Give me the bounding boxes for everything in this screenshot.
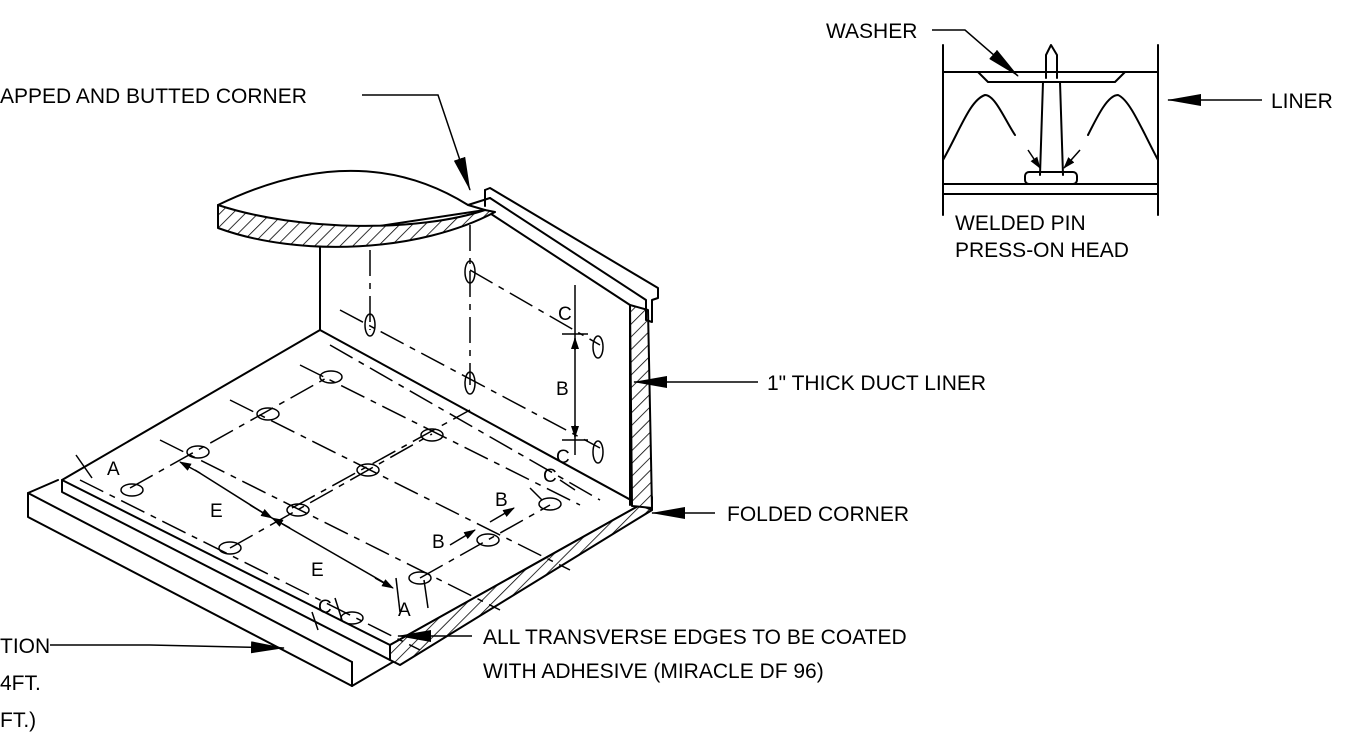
dim-b-vertical: B	[556, 379, 569, 400]
top-liner-cut-section	[217, 204, 496, 248]
callout-leaders	[50, 29, 1262, 654]
liner-wave-right	[1087, 94, 1159, 161]
dim-a-right: A	[398, 600, 411, 621]
pin-point	[1045, 44, 1058, 79]
dim-c-middle: C	[556, 447, 570, 468]
side-liner-face	[319, 209, 631, 506]
pin-base	[1024, 171, 1078, 185]
callout-left-line1: TION	[0, 635, 50, 658]
callout-duct-liner: 1" THICK DUCT LINER	[767, 372, 986, 395]
bottom-liner-top	[61, 329, 641, 646]
dim-b-upper: B	[495, 490, 508, 511]
bottom-liner-front-edge	[389, 504, 653, 666]
callout-left-line3: FT.)	[0, 709, 36, 732]
pins	[120, 260, 604, 625]
callout-adhesive-line1: ALL TRANSVERSE EDGES TO BE COATED	[483, 626, 907, 649]
callout-washer: WASHER	[826, 20, 917, 43]
dim-b-lower: B	[432, 532, 445, 553]
sheet-top-edge	[27, 492, 353, 663]
callout-press-on-head: PRESS-ON HEAD	[955, 239, 1129, 262]
dim-e-upper: E	[210, 501, 223, 522]
callout-welded-pin: WELDED PIN	[955, 212, 1086, 235]
dim-c-upper: C	[558, 304, 572, 325]
dimension-lines	[75, 285, 588, 631]
dim-c-right: C	[543, 466, 557, 487]
pin-detail	[942, 44, 1159, 216]
dim-e-lower: E	[311, 560, 324, 581]
callout-left-line2: 4FT.	[0, 672, 41, 695]
dim-c-lower: C	[318, 597, 332, 618]
callout-liner: LINER	[1271, 90, 1333, 113]
side-pin-grid	[329, 225, 601, 501]
washer-shape	[977, 71, 1126, 83]
bottom-liner-left-face	[61, 479, 391, 661]
callout-folded-corner: FOLDED CORNER	[727, 503, 909, 526]
pin-shaft	[1039, 81, 1064, 176]
duct-section: C B C C B B A A C E E	[27, 169, 659, 687]
dim-a-left: A	[107, 459, 120, 480]
liner-wave-left	[942, 94, 1016, 161]
callout-adhesive-line2: WITH ADHESIVE (MIRACLE DF 96)	[483, 660, 824, 683]
side-liner-edge	[629, 304, 653, 509]
bottom-pin-grid	[79, 364, 581, 651]
top-liner-cutaway	[217, 169, 486, 211]
standing-seam	[484, 187, 659, 323]
callout-lapped-corner: APPED AND BUTTED CORNER	[0, 85, 307, 108]
